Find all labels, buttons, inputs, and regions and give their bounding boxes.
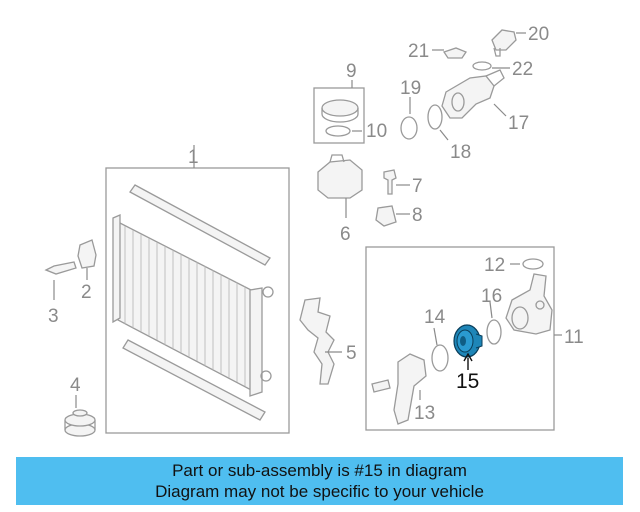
info-banner: Part or sub-assembly is #15 in diagram D… — [16, 457, 623, 505]
part-2-bracket[interactable] — [77, 239, 97, 280]
callout-16[interactable]: 16 — [481, 286, 502, 307]
part-21-clip[interactable] — [432, 47, 467, 59]
callout-15[interactable]: 15 — [456, 370, 479, 393]
callout-10[interactable]: 10 — [366, 121, 387, 142]
callout-17[interactable]: 17 — [508, 113, 529, 134]
part-14-seal[interactable] — [431, 327, 449, 372]
callout-18[interactable]: 18 — [450, 142, 471, 163]
callout-14[interactable]: 14 — [424, 307, 446, 328]
part-5-seal[interactable] — [299, 297, 342, 385]
part-11-flange[interactable] — [505, 273, 553, 335]
banner-line-2: Diagram may not be specific to your vehi… — [155, 482, 484, 501]
part-19-oring[interactable] — [400, 97, 418, 140]
callout-1[interactable]: 1 — [188, 147, 199, 168]
callout-8[interactable]: 8 — [412, 205, 423, 226]
part-16-oring[interactable] — [486, 301, 502, 345]
part-22-oring[interactable] — [472, 61, 510, 71]
part-4-mount[interactable] — [64, 395, 96, 437]
callout-19[interactable]: 19 — [400, 78, 421, 99]
callout-5[interactable]: 5 — [346, 343, 357, 364]
part-13-housing[interactable] — [371, 353, 427, 425]
part-8-clip[interactable] — [375, 205, 410, 227]
callout-22[interactable]: 22 — [512, 59, 533, 80]
callout-2[interactable]: 2 — [81, 282, 92, 303]
part-17-outlet[interactable] — [441, 69, 507, 119]
part-3-bolt[interactable] — [44, 261, 77, 300]
callout-9[interactable]: 9 — [346, 61, 357, 82]
parts-diagram: 1 2 3 4 5 6 7 8 — [44, 24, 584, 437]
callout-4[interactable]: 4 — [70, 375, 81, 396]
part-12-oring[interactable] — [510, 258, 544, 270]
callout-11[interactable]: 11 — [564, 327, 584, 348]
part-11-group[interactable] — [365, 246, 555, 431]
part-9-cap[interactable] — [321, 99, 359, 123]
part-10-seal[interactable] — [325, 125, 362, 137]
radiator-assembly[interactable] — [105, 145, 290, 434]
part-6-reservoir[interactable] — [317, 154, 363, 218]
callout-7[interactable]: 7 — [412, 176, 423, 197]
part-15-thermostat[interactable] — [453, 324, 483, 370]
part-7-screw[interactable] — [383, 169, 410, 195]
callout-13[interactable]: 13 — [414, 403, 435, 424]
part-18-seal[interactable] — [427, 104, 449, 141]
callout-21[interactable]: 21 — [408, 41, 429, 62]
callout-3[interactable]: 3 — [48, 306, 59, 327]
callout-6[interactable]: 6 — [340, 224, 351, 245]
banner-line-1: Part or sub-assembly is #15 in diagram — [172, 461, 467, 480]
part-20-sensor[interactable] — [491, 29, 526, 57]
callout-12[interactable]: 12 — [484, 255, 505, 276]
callout-20[interactable]: 20 — [528, 24, 549, 45]
